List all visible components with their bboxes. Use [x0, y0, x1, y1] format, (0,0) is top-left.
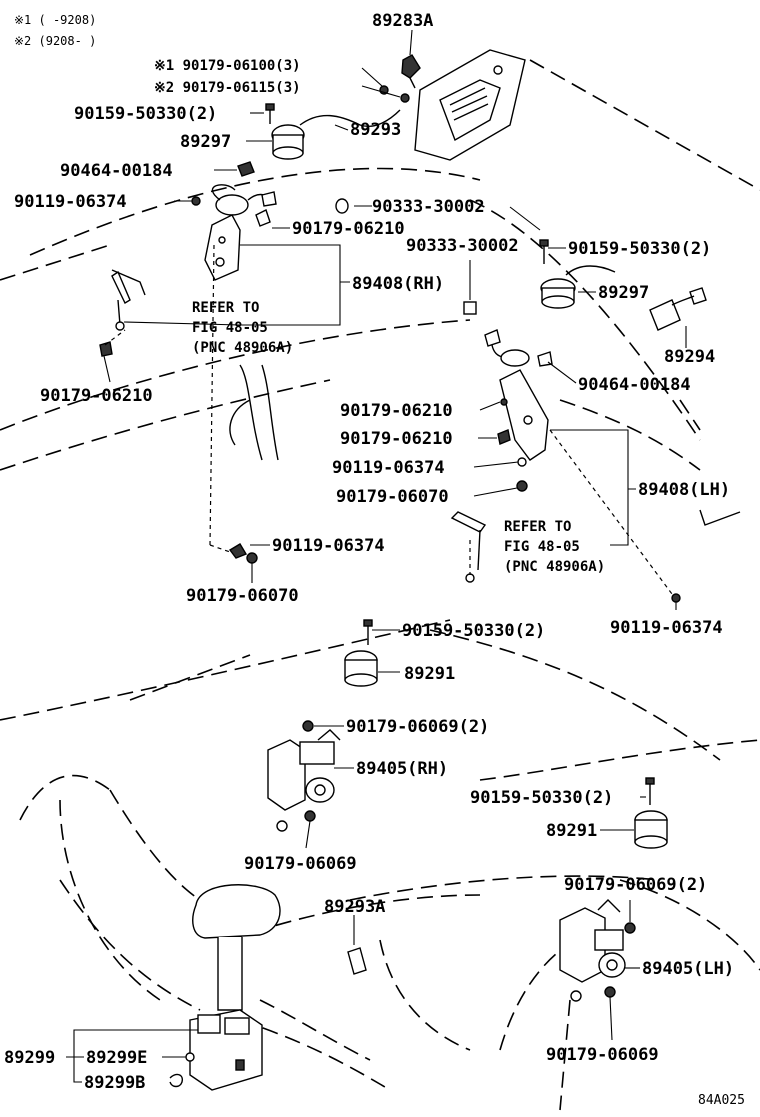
label-refer-rh-3: (PNC 48906A) — [192, 340, 293, 356]
part-89283A — [401, 54, 421, 79]
label-90464-00184-b: 90464-00184 — [578, 375, 691, 395]
label-89299E: 89299E — [86, 1048, 147, 1068]
label-refer-lh-2: FIG 48-05 — [504, 539, 580, 555]
label-89405-rh: 89405(RH) — [356, 759, 448, 779]
label-90333-30002-b: 90333-30002 — [406, 236, 519, 256]
label-90179-06210-b: 90179-06210 — [40, 386, 153, 406]
label-90179-06069-b: 90179-06069 — [244, 854, 357, 874]
label-89408-rh: 89408(RH) — [352, 274, 444, 294]
label-90179-06069-c: 90179-06069(2) — [564, 875, 707, 895]
label-refer-lh-1: REFER TO — [504, 519, 571, 535]
label-89283A: 89283A — [372, 11, 433, 31]
label-89408-lh: 89408(LH) — [638, 480, 730, 500]
label-89297-a: 89297 — [180, 132, 231, 152]
label-90119-06374-d: 90119-06374 — [610, 618, 723, 638]
label-refer-lh-3: (PNC 48906A) — [504, 559, 605, 575]
label-90159-50330-a: 90159-50330(2) — [74, 104, 217, 124]
label-90119-06374-c: 90119-06374 — [272, 536, 385, 556]
label-89405-lh: 89405(LH) — [642, 959, 734, 979]
leader-lines — [66, 29, 687, 1083]
label-90333-30002-a: 90333-30002 — [372, 197, 485, 217]
label-90179-06069-d: 90179-06069 — [546, 1045, 659, 1065]
label-89299: 89299 — [4, 1048, 55, 1068]
figure-code: 84A025 — [698, 1093, 745, 1108]
label-90179-06069-a: 90179-06069(2) — [346, 717, 489, 737]
label-90159-50330-d: 90159-50330(2) — [470, 788, 613, 808]
label-89291-b: 89291 — [546, 821, 597, 841]
label-90179-06115: ※2 90179-06115(3) — [154, 80, 301, 96]
label-89299B: 89299B — [84, 1073, 145, 1093]
part-89293A — [347, 947, 367, 975]
label-89293A: 89293A — [324, 897, 385, 917]
labels: ※1 ( -9208) ※2 (9208- ) 89283A ※1 90179-… — [4, 11, 745, 1108]
shift-knob — [192, 884, 281, 939]
label-89291-a: 89291 — [404, 664, 455, 684]
vehicle-outline — [0, 59, 760, 1111]
label-90179-06100: ※1 90179-06100(3) — [154, 58, 301, 74]
label-89297-b: 89297 — [598, 283, 649, 303]
label-refer-rh-1: REFER TO — [192, 300, 259, 316]
label-89293: 89293 — [350, 120, 401, 140]
part-89405-rh — [267, 739, 306, 811]
label-90119-06374-a: 90119-06374 — [14, 192, 127, 212]
label-refer-rh-2: FIG 48-05 — [192, 320, 268, 336]
label-90159-50330-b: 90159-50330(2) — [568, 239, 711, 259]
label-90159-50330-c: 90159-50330(2) — [402, 621, 545, 641]
part-89294 — [649, 299, 681, 331]
label-90179-06070-a: 90179-06070 — [336, 487, 449, 507]
label-90179-06210-d: 90179-06210 — [340, 429, 453, 449]
parts — [99, 49, 707, 1091]
label-90179-06210-c: 90179-06210 — [340, 401, 453, 421]
label-89294: 89294 — [664, 347, 715, 367]
note-2: ※2 (9208- ) — [14, 34, 96, 48]
label-90179-06070-b: 90179-06070 — [186, 586, 299, 606]
label-90464-00184-a: 90464-00184 — [60, 161, 173, 181]
label-90179-06210-a: 90179-06210 — [292, 219, 405, 239]
note-1: ※1 ( -9208) — [14, 13, 96, 27]
label-90119-06374-b: 90119-06374 — [332, 458, 445, 478]
